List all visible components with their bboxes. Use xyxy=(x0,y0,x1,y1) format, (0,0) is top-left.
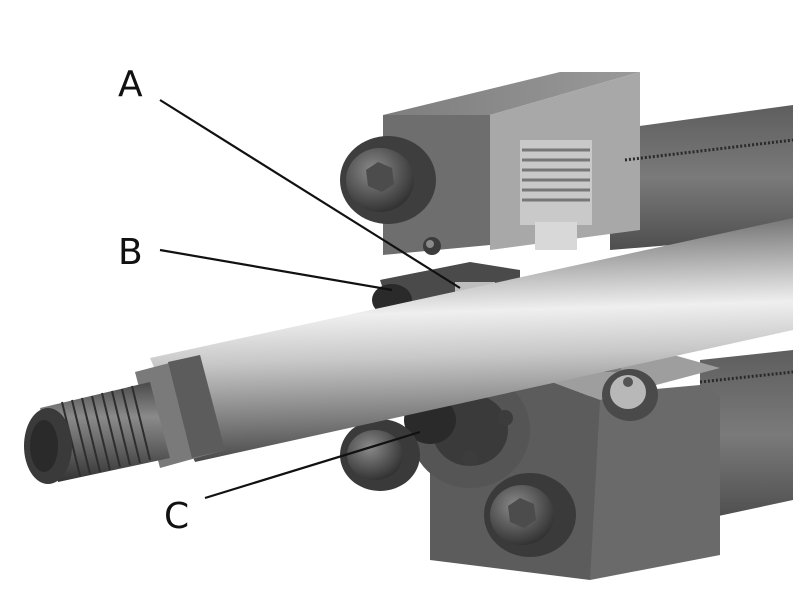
callout-label-c: C xyxy=(164,496,189,537)
leader-line-a xyxy=(159,99,461,289)
small-screw xyxy=(497,410,513,426)
leader-line-b xyxy=(159,248,393,292)
piston-rod xyxy=(24,218,793,484)
leader-line-c xyxy=(204,430,421,500)
upper-block-top-face xyxy=(383,72,640,115)
rod-end-chamfer xyxy=(30,420,58,472)
barrel-slot xyxy=(624,138,793,162)
small-screw xyxy=(462,450,478,466)
callout-label-a: A xyxy=(118,64,143,105)
lower-barrel-slot xyxy=(699,370,793,384)
lower-block-front-face xyxy=(580,385,720,580)
callout-label-b: B xyxy=(118,232,143,273)
rod-shoulder-shade xyxy=(168,355,225,458)
upper-cap-bolt xyxy=(340,136,436,224)
port-thread xyxy=(520,140,592,250)
leader-lines xyxy=(159,99,461,500)
cylinder-barrel-upper xyxy=(610,105,793,250)
small-screw-head xyxy=(426,240,434,248)
lower-left-bolt xyxy=(340,419,420,491)
cylinder-barrel-lower xyxy=(700,350,793,520)
rod-shaft xyxy=(150,218,793,462)
lower-front-bolt xyxy=(484,473,576,557)
